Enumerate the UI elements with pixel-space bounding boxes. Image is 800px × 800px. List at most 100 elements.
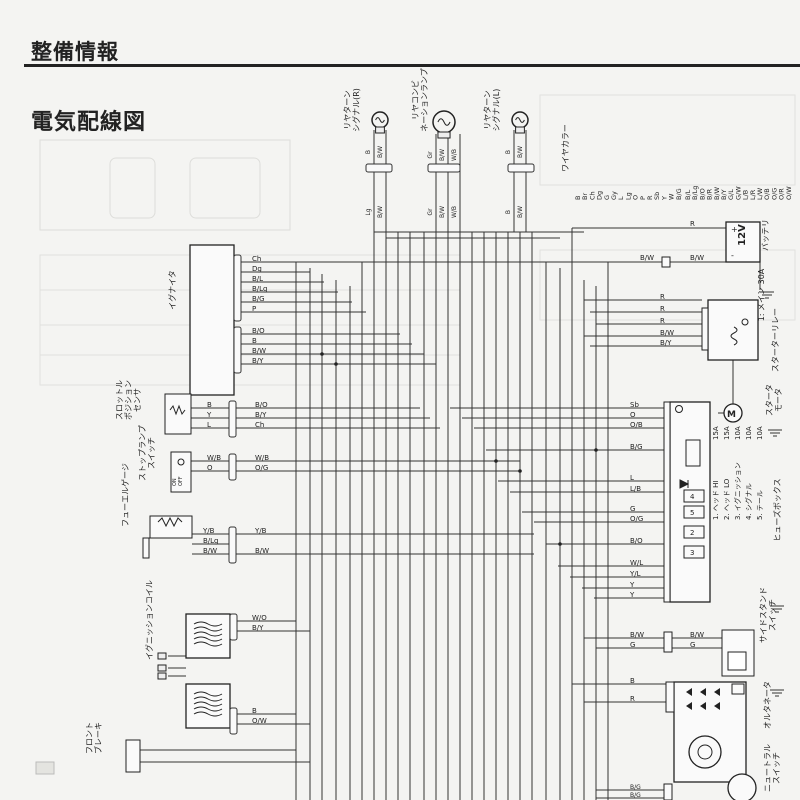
wire-color-label: B/W bbox=[660, 329, 674, 337]
wire-color-label: G bbox=[690, 641, 695, 649]
starter-motor-label: スタータモータ bbox=[765, 384, 783, 416]
section-title: 整備情報 bbox=[31, 40, 119, 64]
fuse-number: 3 bbox=[690, 549, 694, 557]
ignition-coil-2-winding bbox=[193, 691, 223, 697]
stop-switch-box bbox=[170, 451, 192, 493]
wire-color-code: L bbox=[617, 196, 625, 200]
wire-color-label: Sb bbox=[630, 401, 639, 409]
wire-color-label: Y bbox=[206, 411, 212, 419]
wire-color-label: B/G bbox=[630, 784, 641, 791]
wire-color-code: G/W bbox=[734, 186, 742, 200]
wire-color-label: W/B bbox=[207, 454, 221, 462]
alternator-stator bbox=[688, 735, 722, 769]
fuse-element bbox=[683, 505, 705, 519]
wire-color-label: B bbox=[630, 677, 635, 685]
wire-color-label: B bbox=[505, 150, 512, 154]
rear-combination-lamp-label: リヤコンビネーションランプ bbox=[411, 68, 429, 132]
rectifier-diode bbox=[714, 702, 720, 710]
turn-signal-l-bulb-base bbox=[515, 126, 525, 134]
fuse-name: 1. ヘッド HI bbox=[712, 481, 720, 520]
wire-color-label: B/G bbox=[630, 443, 643, 451]
wire-color-label: O bbox=[630, 411, 636, 419]
neutral-connector bbox=[663, 783, 673, 800]
wire-color-label: Ch bbox=[255, 421, 264, 429]
wire-color-label: B/W bbox=[640, 254, 654, 262]
front-brake-switch bbox=[125, 739, 141, 773]
combination-lamp-bulb-filament bbox=[437, 118, 451, 126]
relay-coil bbox=[730, 326, 738, 346]
ignition-coil-2-winding bbox=[193, 696, 223, 702]
wire-color-label: G bbox=[630, 641, 635, 649]
neutral-switch bbox=[727, 773, 757, 800]
wire-color-code: Ch bbox=[588, 191, 596, 200]
wire-color-label: Ch bbox=[252, 255, 261, 263]
wire-color-label: B bbox=[505, 210, 512, 214]
wire-color-code: P bbox=[639, 196, 647, 200]
wire-color-label: B/Y bbox=[660, 339, 672, 347]
wire-color-label: B/W bbox=[377, 206, 384, 218]
wire-color-label: Lg bbox=[365, 208, 372, 215]
wire-color-code: Sb bbox=[653, 192, 661, 200]
wire-color-code: Lg bbox=[624, 192, 632, 200]
wire-color-label: B/O bbox=[252, 327, 265, 335]
wire-color-label: B/W bbox=[630, 631, 644, 639]
fuse-number: 5 bbox=[690, 509, 694, 517]
stop-switch-contact bbox=[177, 458, 185, 466]
wire-color-label: B/W bbox=[439, 206, 446, 218]
wire-color-label: B/Y bbox=[252, 357, 264, 365]
rectifier-diode bbox=[700, 702, 706, 710]
fuse-element bbox=[683, 489, 705, 503]
wire-color-code: O/R bbox=[778, 188, 786, 200]
rectifier-diode bbox=[686, 702, 692, 710]
turn-signal-r-bulb-base bbox=[375, 126, 385, 134]
fuel-gauge-mount bbox=[142, 537, 150, 559]
wire-color-code: B/G bbox=[675, 188, 683, 200]
fuse-amp: 15A bbox=[712, 426, 720, 440]
wire-color-label: W/L bbox=[630, 559, 643, 567]
side-stand-switch-body bbox=[727, 651, 747, 671]
wire-color-label: Gr bbox=[427, 208, 434, 216]
wire-color-code: B/Lg bbox=[691, 186, 699, 200]
ignition-coil-label: イグニッションコイル bbox=[144, 580, 154, 660]
wire-color-label: B/O bbox=[630, 537, 643, 545]
igniter-connector-b bbox=[233, 326, 242, 374]
alternator-label: オルタネータ bbox=[763, 681, 772, 729]
wire-color-code: B/Y bbox=[720, 189, 728, 200]
front-brake-label: フロントブレーキ bbox=[85, 722, 103, 754]
fuse-element bbox=[683, 525, 705, 539]
wire-color-label: Y/B bbox=[202, 527, 215, 535]
wire-color-label: B/W bbox=[255, 547, 269, 555]
alternator-box bbox=[673, 681, 747, 783]
starter-motor bbox=[723, 403, 743, 423]
ignition-coil-2-winding bbox=[193, 711, 223, 717]
igniter-box bbox=[189, 244, 235, 396]
wire-color-label: L/B bbox=[630, 485, 641, 493]
wire-color-code: L/W bbox=[756, 187, 764, 200]
wire-color-code: Gy bbox=[610, 191, 618, 200]
wire-color-code: B/W bbox=[713, 186, 721, 200]
wire-color-label: G bbox=[630, 505, 635, 513]
fuse-box-diode bbox=[679, 479, 690, 489]
wire-color-label: B bbox=[207, 401, 212, 409]
bleed-through-ghost bbox=[39, 94, 796, 386]
wire-color-label: B/W bbox=[203, 547, 217, 555]
junction-dot bbox=[334, 362, 338, 366]
rectifier-diode bbox=[714, 688, 720, 696]
wire-color-label: R bbox=[660, 305, 665, 313]
fuel-connector bbox=[228, 526, 237, 564]
fuse-name: 2. ヘッド LO bbox=[723, 478, 731, 520]
ignition-coil-1-winding bbox=[193, 621, 223, 627]
neutral-switch-label: ニュートラルスイッチ bbox=[763, 744, 781, 792]
ignition-coil-1-winding bbox=[193, 636, 223, 642]
turn-signal-l-bulb-filament bbox=[515, 117, 525, 123]
brake-ghost bbox=[35, 761, 55, 775]
wire-color-label: B bbox=[252, 337, 257, 345]
fuse-number: 4 bbox=[690, 493, 695, 501]
wire-color-label: B bbox=[252, 707, 257, 715]
diagram-title: 電気配線図 bbox=[31, 110, 147, 135]
wire-color-label: R bbox=[660, 293, 665, 301]
wire-color-label: W/B bbox=[255, 454, 269, 462]
coil-connector-2 bbox=[229, 707, 238, 735]
wire-color-code: O/W bbox=[785, 186, 793, 200]
